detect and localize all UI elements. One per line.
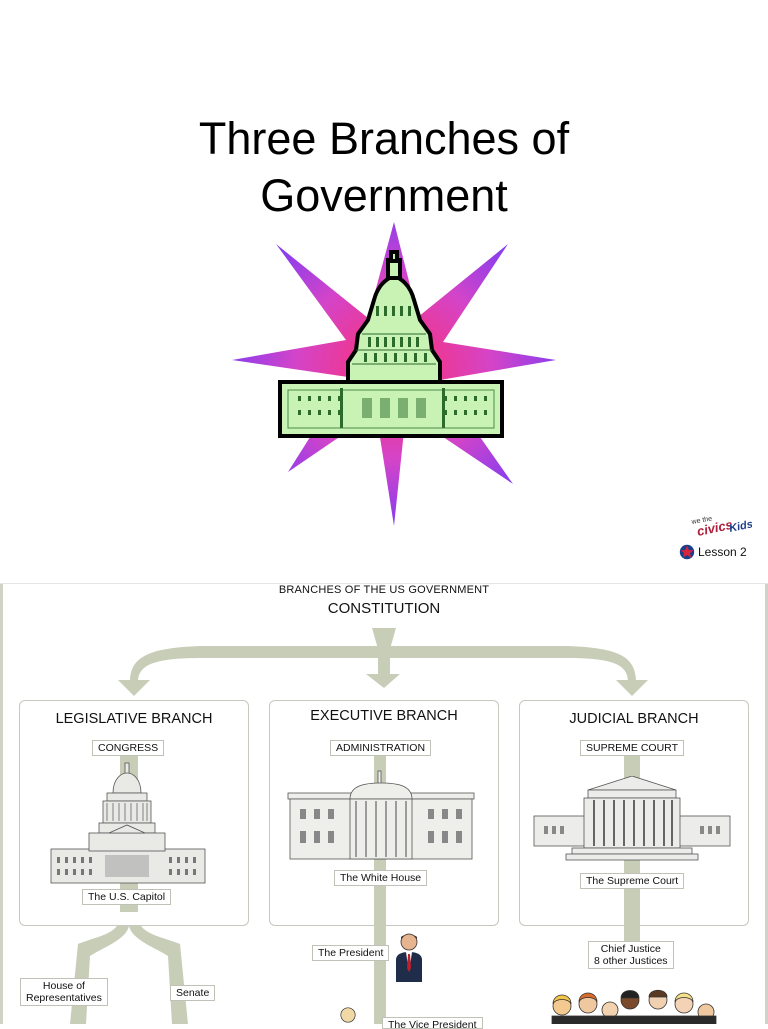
house-of-representatives-label: House of Representatives bbox=[20, 978, 108, 1006]
page-divider bbox=[0, 583, 768, 584]
lesson-badge: Lesson 2 bbox=[679, 544, 747, 560]
administration-tag: ADMINISTRATION bbox=[330, 740, 432, 756]
senate-label: Senate bbox=[170, 985, 216, 1001]
white-house-caption: The White House bbox=[334, 870, 428, 886]
lesson-label: Lesson 2 bbox=[698, 545, 747, 559]
congress-tag: CONGRESS bbox=[92, 740, 165, 756]
white-house-building-icon bbox=[287, 770, 475, 860]
diagram-subtitle: BRANCHES OF THE US GOVERNMENT bbox=[278, 584, 490, 596]
legislative-branch-title: LEGISLATIVE BRANCH bbox=[55, 711, 213, 727]
star-icon bbox=[679, 544, 695, 560]
president-label: The President bbox=[312, 945, 390, 961]
vice-president-label: The Vice President bbox=[382, 1017, 483, 1029]
us-capitol-caption: The U.S. Capitol bbox=[82, 889, 172, 905]
slide-title-line-1: Three Branches of bbox=[198, 113, 570, 164]
justices-label: Chief Justice 8 other Justices bbox=[588, 941, 674, 969]
president-figure-icon bbox=[396, 933, 422, 982]
executive-branch-title: EXECUTIVE BRANCH bbox=[310, 708, 458, 724]
slide-title: Three Branches of Government bbox=[0, 110, 768, 224]
slide-title-line-2: Government bbox=[260, 170, 508, 221]
judicial-branch-title: JUDICIAL BRANCH bbox=[569, 711, 699, 727]
us-capitol-building-icon bbox=[50, 762, 206, 884]
diagram-left-border bbox=[0, 584, 3, 1024]
civics-kids-logo: we the civics Kids bbox=[690, 515, 752, 539]
supreme-court-caption: The Supreme Court bbox=[580, 873, 685, 889]
vice-president-figure-icon bbox=[340, 1007, 356, 1023]
svg-text:we the: we the bbox=[690, 515, 713, 526]
supreme-court-tag: SUPREME COURT bbox=[580, 740, 684, 756]
constitution-label: CONSTITUTION bbox=[327, 600, 441, 617]
justices-group-icon bbox=[551, 989, 717, 1024]
svg-text:civics: civics bbox=[696, 517, 734, 539]
capitol-building-icon bbox=[278, 380, 504, 438]
supreme-court-building-icon bbox=[533, 776, 731, 861]
capitol-starburst-illustration bbox=[232, 222, 556, 526]
title-slide: Three Branches of Government bbox=[0, 110, 768, 560]
svg-text:Kids: Kids bbox=[728, 518, 752, 535]
branches-diagram: BRANCHES OF THE US GOVERNMENT CONSTITUTI… bbox=[0, 584, 768, 1029]
diagram-right-border bbox=[765, 584, 768, 1024]
